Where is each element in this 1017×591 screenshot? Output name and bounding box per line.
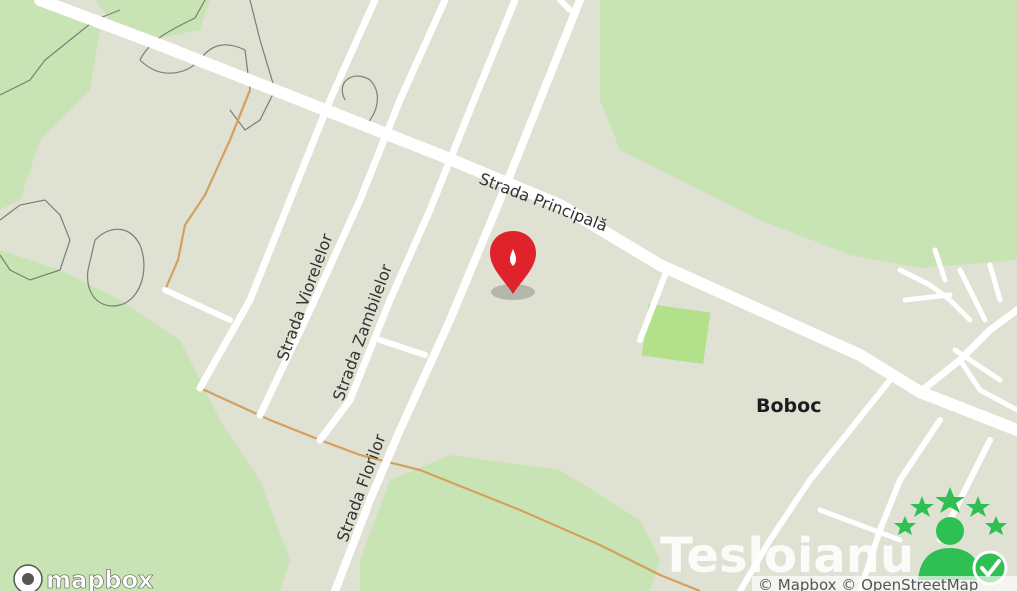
forest-northeast (600, 0, 1017, 268)
road-1 (196, 0, 379, 392)
attribution[interactable]: © Mapbox © OpenStreetMap (752, 576, 1017, 591)
forest-south (360, 455, 660, 591)
road-viorelelor (256, 0, 449, 419)
roads (34, 0, 1017, 591)
forest-southwest (0, 250, 290, 591)
park-area (641, 303, 711, 365)
forest-north-small (95, 0, 210, 40)
forest-northwest (0, 0, 100, 210)
place-label-boboc: Boboc (756, 395, 821, 417)
road-florilor (331, 0, 584, 591)
road-strada-principala (34, 0, 1017, 436)
watermark-text: Tesloianu (660, 528, 914, 584)
user-stars-check-icon (894, 487, 1008, 586)
mapbox-logo[interactable]: mapbox (13, 564, 154, 591)
road-zambilelor (316, 0, 519, 444)
map-pin-icon[interactable] (490, 231, 536, 300)
attribution-text: © Mapbox © OpenStreetMap (758, 576, 978, 591)
watermark: Tesloianu (660, 487, 1008, 586)
tracks (163, 89, 701, 591)
mapbox-logo-text: mapbox (46, 566, 154, 591)
